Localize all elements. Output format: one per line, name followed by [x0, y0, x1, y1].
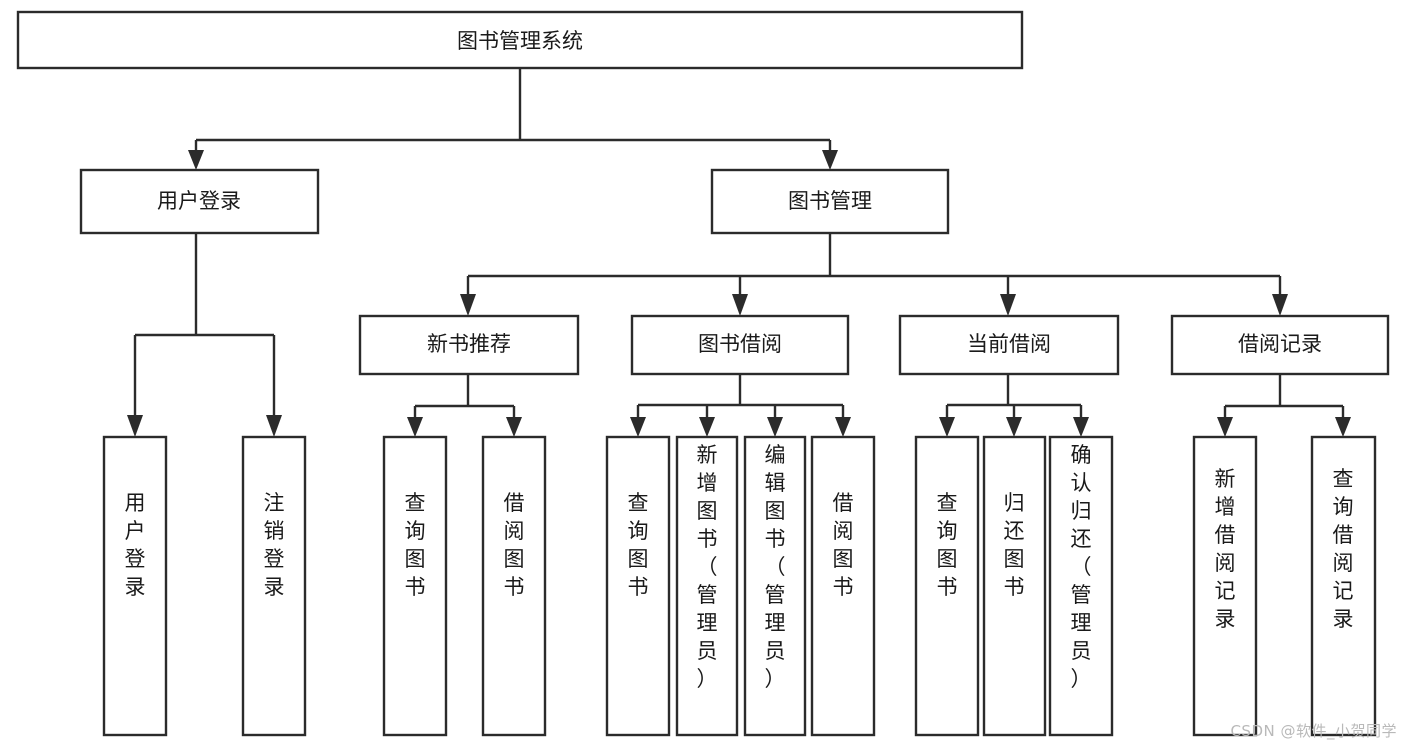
arrow-head-record-leaf-2	[1335, 417, 1351, 437]
node-user-login-label: 用户登录	[157, 189, 241, 213]
arrow-head-borrow-leaf-2	[699, 417, 715, 437]
leaf-borrow-edit-book-label: 编辑图书（管理员）	[765, 443, 786, 691]
leaf-record-query-record-label: 查询借阅记录	[1333, 467, 1354, 631]
arrow-head-recommend-leaf-2	[506, 417, 522, 437]
leaf-current-return-book-box[interactable]	[982, 435, 1047, 737]
node-book-management[interactable]: 图书管理	[710, 168, 950, 235]
leaf-recommend-query-book[interactable]: 查询图书	[382, 435, 448, 737]
leaf-record-query-record[interactable]: 查询借阅记录	[1310, 435, 1377, 737]
leaf-recommend-borrow-book-label: 借阅图书	[504, 491, 525, 599]
leaf-borrow-query-book-box[interactable]	[605, 435, 671, 737]
node-borrow-record[interactable]: 借阅记录	[1170, 314, 1390, 376]
leaf-user-login[interactable]: 用户登录	[102, 435, 168, 737]
node-root-box[interactable]	[16, 10, 1024, 70]
leaf-logout-label: 注销登录	[264, 491, 285, 599]
node-borrow-record-box[interactable]	[1170, 314, 1390, 376]
node-new-book-recommend-box[interactable]	[358, 314, 580, 376]
node-user-login[interactable]: 用户登录	[79, 168, 320, 235]
leaf-recommend-borrow-book[interactable]: 借阅图书	[481, 435, 547, 737]
arrow-head-borrow-leaf-1	[630, 417, 646, 437]
arrow-head-current-borrow	[1000, 294, 1016, 316]
leaf-recommend-query-book-label: 查询图书	[405, 491, 426, 599]
arrow-head-new-book-recommend	[460, 294, 476, 316]
node-current-borrow-label: 当前借阅	[967, 332, 1051, 356]
leaf-borrow-borrow-book[interactable]: 借阅图书	[810, 435, 876, 737]
arrow-head-recommend-leaf-1	[407, 417, 423, 437]
leaf-record-add-record-label: 新增借阅记录	[1215, 467, 1236, 631]
leaf-current-confirm-return-box[interactable]	[1048, 435, 1114, 737]
node-borrow-record-label: 借阅记录	[1238, 332, 1322, 356]
node-book-borrow[interactable]: 图书借阅	[630, 314, 850, 376]
leaf-borrow-borrow-book-label: 借阅图书	[833, 491, 854, 599]
leaf-logout[interactable]: 注销登录	[241, 435, 307, 737]
leaf-current-query-book-label: 查询图书	[937, 491, 958, 599]
leaf-borrow-query-book[interactable]: 查询图书	[605, 435, 671, 737]
node-root-label: 图书管理系统	[457, 29, 583, 53]
leaf-record-add-record[interactable]: 新增借阅记录	[1192, 435, 1258, 737]
leaf-borrow-add-book-box[interactable]	[675, 435, 739, 737]
node-new-book-recommend-label: 新书推荐	[427, 332, 511, 356]
leaf-borrow-query-book-label: 查询图书	[628, 491, 649, 599]
arrow-head-user-login	[188, 150, 204, 170]
arrow-head-borrow-leaf-3	[767, 417, 783, 437]
leaf-user-login-box[interactable]	[102, 435, 168, 737]
leaf-current-return-book[interactable]: 归还图书	[982, 435, 1047, 737]
node-book-borrow-label: 图书借阅	[698, 332, 782, 356]
node-new-book-recommend[interactable]: 新书推荐	[358, 314, 580, 376]
node-root-book-management-system[interactable]: 图书管理系统	[16, 10, 1024, 70]
arrow-head-leaf-user-login	[127, 415, 143, 437]
leaf-borrow-edit-book[interactable]: 编辑图书（管理员）	[743, 435, 807, 737]
leaf-borrow-add-book-label: 新增图书（管理员）	[697, 443, 718, 691]
leaf-borrow-edit-book-box[interactable]	[743, 435, 807, 737]
node-current-borrow[interactable]: 当前借阅	[898, 314, 1120, 376]
arrow-head-borrow-record	[1272, 294, 1288, 316]
arrow-head-book-borrow	[732, 294, 748, 316]
leaf-record-query-record-box[interactable]	[1310, 435, 1377, 737]
node-book-management-label: 图书管理	[788, 189, 872, 213]
arrow-head-book-manage	[822, 150, 838, 170]
node-book-management-box[interactable]	[710, 168, 950, 235]
leaf-current-confirm-return-label: 确认归还（管理员）	[1071, 443, 1092, 691]
leaf-current-query-book-box[interactable]	[914, 435, 980, 737]
leaf-borrow-add-book[interactable]: 新增图书（管理员）	[675, 435, 739, 737]
arrow-head-leaf-logout	[266, 415, 282, 437]
csdn-watermark: CSDN @软件_小贺同学	[1230, 722, 1397, 740]
arrow-head-current-leaf-2	[1006, 417, 1022, 437]
leaf-record-add-record-box[interactable]	[1192, 435, 1258, 737]
leaf-recommend-borrow-book-box[interactable]	[481, 435, 547, 737]
arrow-head-borrow-leaf-4	[835, 417, 851, 437]
arrow-head-current-leaf-3	[1073, 417, 1089, 437]
leaf-current-query-book[interactable]: 查询图书	[914, 435, 980, 737]
node-book-borrow-box[interactable]	[630, 314, 850, 376]
leaf-borrow-borrow-book-box[interactable]	[810, 435, 876, 737]
arrow-head-current-leaf-1	[939, 417, 955, 437]
leaf-recommend-query-book-box[interactable]	[382, 435, 448, 737]
arrow-head-record-leaf-1	[1217, 417, 1233, 437]
leaf-user-login-label: 用户登录	[125, 491, 146, 599]
node-current-borrow-box[interactable]	[898, 314, 1120, 376]
connector-layer	[127, 68, 1351, 437]
leaf-current-return-book-label: 归还图书	[1004, 491, 1025, 599]
leaf-logout-box[interactable]	[241, 435, 307, 737]
node-user-login-box[interactable]	[79, 168, 320, 235]
leaf-current-confirm-return[interactable]: 确认归还（管理员）	[1048, 435, 1114, 737]
